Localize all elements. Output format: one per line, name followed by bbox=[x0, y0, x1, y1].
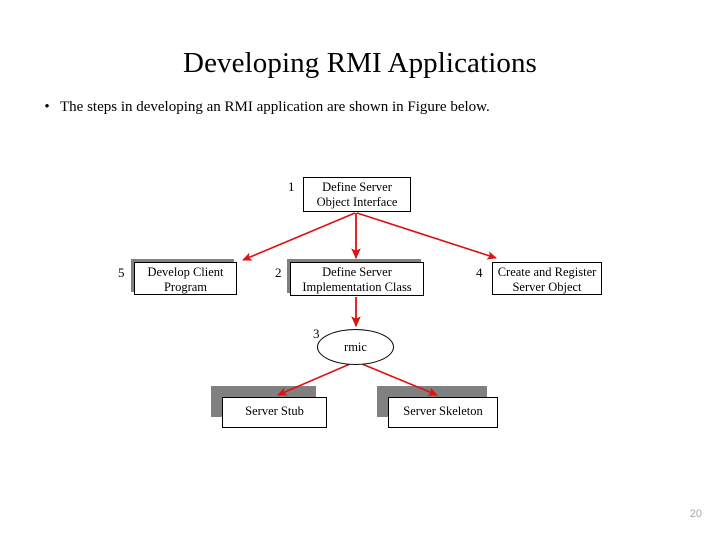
node-line-1: Define Server bbox=[322, 180, 392, 194]
arrow-interface-to-client bbox=[242, 212, 356, 261]
arrow-rmic-to-server-skeleton bbox=[361, 363, 438, 396]
page-number: 20 bbox=[689, 508, 702, 520]
node-line-2: Program bbox=[163, 280, 208, 294]
node-rmic[interactable]: rmic bbox=[317, 329, 394, 365]
bullet-text: The steps in developing an RMI applicati… bbox=[60, 99, 490, 115]
diagram-arrows-layer bbox=[242, 212, 497, 396]
node-define-server-object-interface[interactable]: Define Server Object Interface bbox=[303, 177, 411, 212]
node-line-2: Implementation Class bbox=[302, 280, 412, 294]
bullet-marker-icon: • bbox=[44, 99, 50, 115]
step-number-2: 2 bbox=[275, 265, 282, 280]
node-line-2: Object Interface bbox=[316, 195, 398, 209]
node-develop-client-program[interactable]: Develop Client Program bbox=[134, 262, 237, 295]
node-line-1: Define Server bbox=[322, 265, 392, 279]
step-number-4: 4 bbox=[476, 265, 483, 280]
node-line-2: Server Object bbox=[512, 280, 582, 294]
arrow-rmic-to-server-stub bbox=[277, 363, 351, 396]
step-number-3: 3 bbox=[313, 326, 320, 341]
step-number-1: 1 bbox=[288, 179, 295, 194]
arrow-interface-to-create bbox=[356, 212, 497, 260]
node-create-and-register-server-object[interactable]: Create and Register Server Object bbox=[492, 262, 602, 295]
node-line-1: Create and Register bbox=[497, 265, 597, 279]
node-define-server-implementation-class[interactable]: Define Server Implementation Class bbox=[290, 262, 424, 296]
rmi-development-steps-diagram: 1 Define Server Object Interface 5 Devel… bbox=[0, 150, 720, 460]
page-title: Developing RMI Applications bbox=[183, 47, 537, 80]
node-server-skeleton[interactable]: Server Skeleton bbox=[388, 397, 498, 428]
node-line-1: Server Skeleton bbox=[403, 404, 483, 418]
list-item: • The steps in developing an RMI applica… bbox=[34, 97, 684, 117]
bullet-list: • The steps in developing an RMI applica… bbox=[34, 97, 684, 117]
node-server-stub[interactable]: Server Stub bbox=[222, 397, 327, 428]
node-line-1: rmic bbox=[344, 340, 367, 354]
step-number-5: 5 bbox=[118, 265, 125, 280]
node-line-1: Server Stub bbox=[245, 404, 304, 418]
node-line-1: Develop Client bbox=[147, 265, 224, 279]
